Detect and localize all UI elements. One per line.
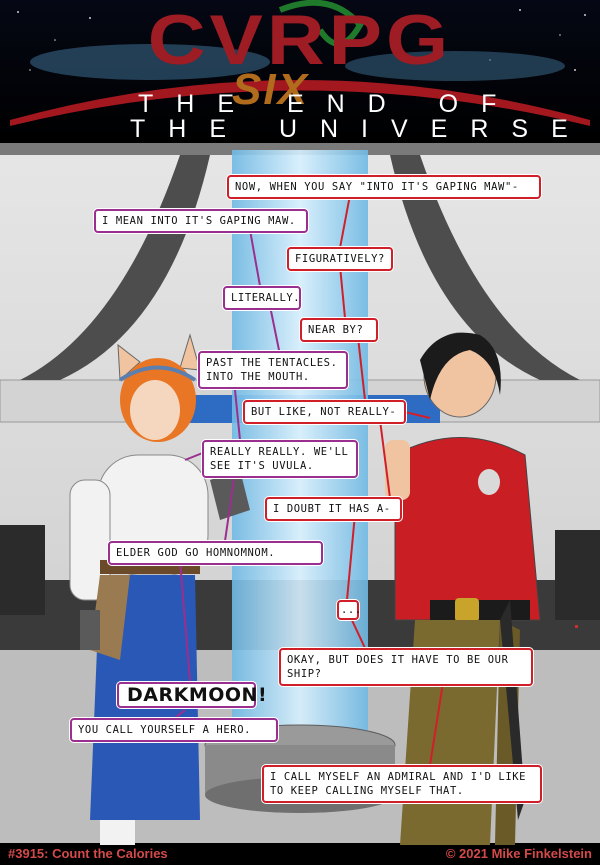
speech-bubble: ... [337,600,361,620]
nebula [30,44,270,80]
speech-bubble: Past the tentacles. Into the mouth. [198,351,348,389]
speech-bubble: You call yourself a hero. [70,718,278,742]
console-right [555,530,600,620]
speech-bubble: Elder god go homnomnom. [108,541,323,565]
cat-girl-character [69,333,250,845]
subtitle-line-1: THE END OF [138,90,520,118]
speech-bubble: Okay, but does it have to be our ship? [279,648,533,686]
copyright: © 2021 Mike Finkelstein [445,846,592,861]
speech-bubble: I mean into it's gaping maw. [94,209,308,233]
red-uniform [394,437,541,621]
curtain-right [390,155,580,380]
cat-tails [174,229,281,719]
speech-bubble: Figuratively? [287,247,393,271]
series-number: SIX [232,65,309,114]
speech-bubble: Literally. [223,286,301,310]
episode-title: #3915: Count the Calories [8,846,168,861]
speech-bubble: I call myself an admiral and I'd like to… [262,765,542,803]
speech-bubble: But like, not really- [243,400,406,424]
planet-arc [10,80,590,126]
speech-bubble: I doubt it has a- [265,497,402,521]
comic-title: CVRPG [147,0,453,79]
speech-bubble: Now, when you say "into it's gaping maw"… [227,175,541,199]
speech-bubble-shout: DARKMOON! [117,682,267,708]
tentacle-logo [278,0,364,47]
speech-bubble: Really really. We'll see it's uvula. [202,440,358,478]
speech-bubble: Near by? [300,318,378,342]
admiral-tails [339,194,446,766]
subtitle-line-2: THE UNIVERSE [130,115,591,143]
console-left [0,525,45,615]
